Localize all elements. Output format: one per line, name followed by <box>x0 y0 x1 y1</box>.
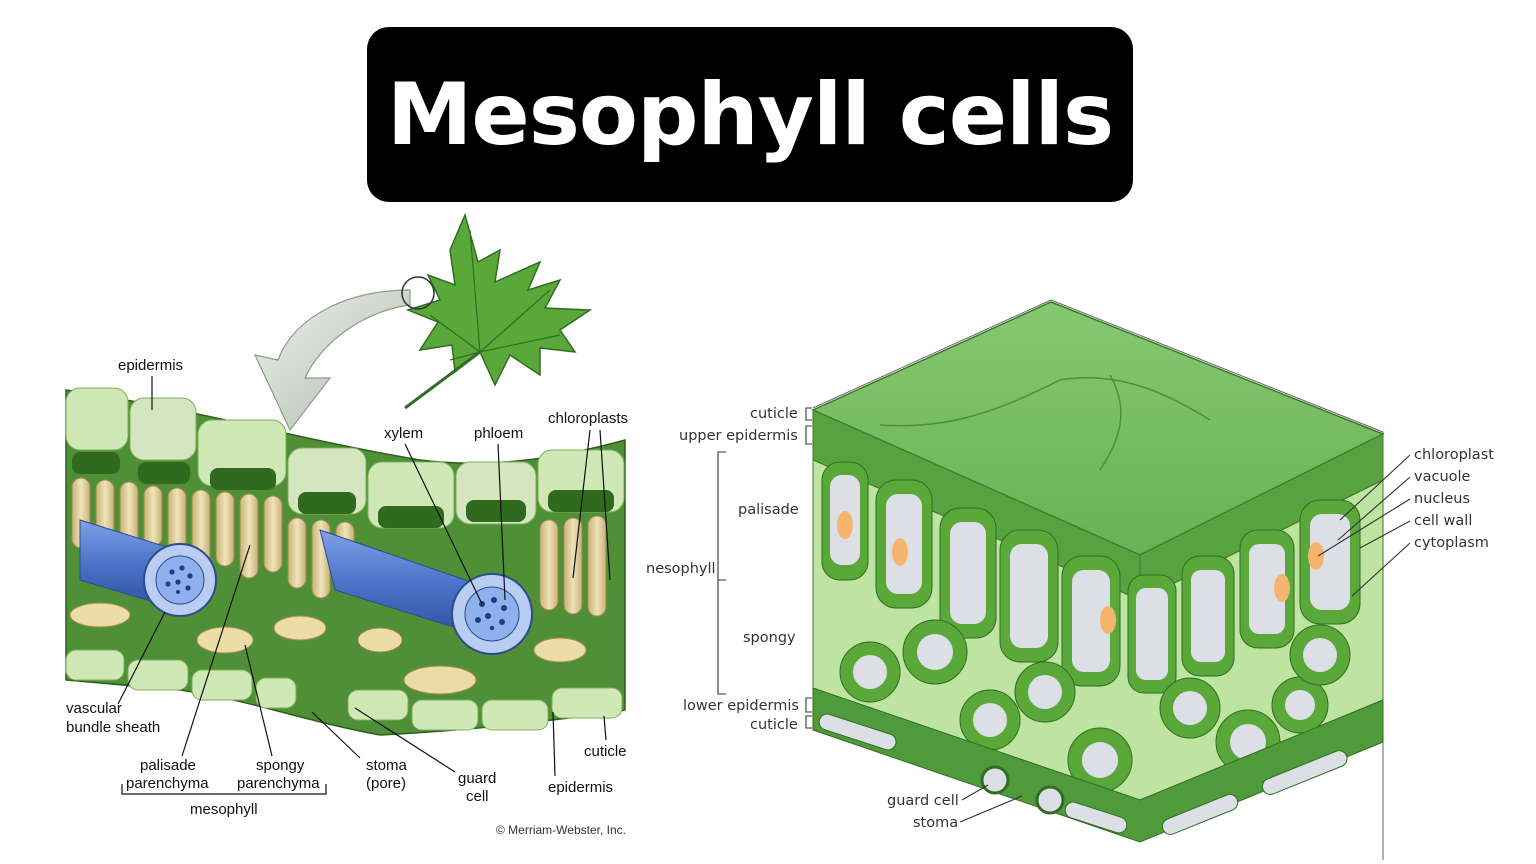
label-stoma: stoma <box>913 815 958 831</box>
label-cell-wall: cell wall <box>1414 513 1472 529</box>
label-spongy-1: spongy <box>256 757 305 774</box>
label-chloroplast: chloroplast <box>1414 447 1494 463</box>
label-vascular-1: vascular <box>66 700 122 717</box>
label-palisade-2: parenchyma <box>126 775 209 792</box>
maple-leaf-icon <box>405 215 590 408</box>
leaf-block-3d-right: cuticle upper epidermis palisade nesophy… <box>646 300 1494 860</box>
leaf-cross-section-left: epidermis xylem phloem chloroplasts vasc… <box>66 215 628 837</box>
label-mesophyll-right: nesophyll <box>646 561 716 577</box>
label-lower-epidermis: lower epidermis <box>683 698 799 714</box>
copyright-note: © Merriam-Webster, Inc. <box>496 823 626 837</box>
label-spongy-2: parenchyma <box>237 775 320 792</box>
label-mesophyll-left: mesophyll <box>190 801 258 818</box>
label-nucleus: nucleus <box>1414 491 1470 507</box>
label-chloroplasts: chloroplasts <box>548 410 628 427</box>
zoom-arrow <box>255 290 410 430</box>
label-vascular-2: bundle sheath <box>66 719 160 736</box>
label-stoma-1: stoma <box>366 757 408 774</box>
label-cuticle-left: cuticle <box>584 743 627 760</box>
label-stoma-2: (pore) <box>366 775 406 792</box>
label-vacuole: vacuole <box>1414 469 1471 485</box>
label-cuticle-bottom: cuticle <box>750 717 798 733</box>
label-epidermis-top: epidermis <box>118 357 183 374</box>
label-spongy: spongy <box>743 630 796 646</box>
label-palisade: palisade <box>738 502 799 518</box>
label-xylem: xylem <box>384 425 423 442</box>
label-guard-2: cell <box>466 788 489 805</box>
label-cytoplasm: cytoplasm <box>1414 535 1489 551</box>
label-palisade-1: palisade <box>140 757 196 774</box>
label-phloem: phloem <box>474 425 523 442</box>
label-cuticle-top: cuticle <box>750 406 798 422</box>
label-guard-cell: guard cell <box>887 793 959 809</box>
label-epidermis-bottom: epidermis <box>548 779 613 796</box>
label-upper-epidermis: upper epidermis <box>679 428 798 444</box>
label-guard-1: guard <box>458 770 496 787</box>
